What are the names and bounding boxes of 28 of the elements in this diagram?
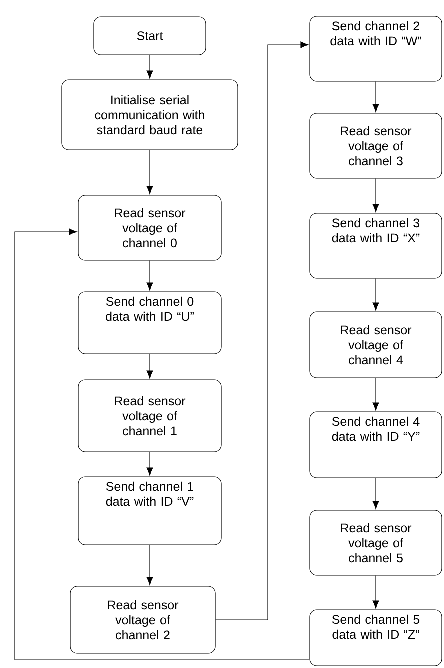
arrow xyxy=(146,354,154,379)
arrow xyxy=(146,55,154,79)
process-box: Send channel 2 data with ID “W” xyxy=(310,16,442,82)
process-box: Read sensor voltage of channel 2 xyxy=(70,586,216,654)
arrow xyxy=(372,178,380,212)
arrow xyxy=(146,545,154,586)
process-box: Send channel 1 data with ID “V” xyxy=(78,476,222,546)
process-box: Read sensor voltage of channel 5 xyxy=(310,510,442,576)
process-box: Send channel 0 data with ID “U” xyxy=(78,292,222,354)
process-box: Initialise serial communication with standard baud rate xyxy=(62,80,238,150)
process-box: Read sensor voltage of channel 3 xyxy=(310,113,442,179)
process-box: Read sensor voltage of channel 0 xyxy=(78,195,222,261)
arrow xyxy=(146,452,154,476)
process-box: Send channel 5 data with ID “Z” xyxy=(310,610,442,666)
arrow xyxy=(14,228,310,660)
process-box: Start xyxy=(94,16,206,56)
arrow xyxy=(146,150,154,194)
process-box: Send channel 4 data with ID “Y” xyxy=(310,412,442,478)
process-box: Read sensor voltage of channel 1 xyxy=(78,380,222,452)
process-box: Send channel 3 data with ID “X” xyxy=(310,213,442,279)
process-box: Read sensor voltage of channel 4 xyxy=(310,312,442,378)
arrow xyxy=(146,260,154,291)
arrow xyxy=(216,42,309,620)
arrow xyxy=(372,378,380,411)
arrow xyxy=(372,82,380,112)
arrow xyxy=(372,478,380,510)
arrow xyxy=(372,278,380,311)
arrow xyxy=(372,576,380,609)
